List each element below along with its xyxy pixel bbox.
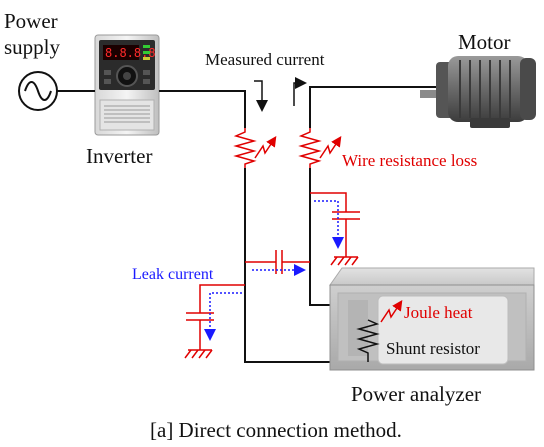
power-analyzer-label: Power analyzer	[351, 382, 481, 406]
joule-heat-label: Joule heat	[404, 303, 473, 322]
shunt-resistor-symbol	[356, 300, 403, 362]
ground-capacitance-left	[184, 284, 245, 359]
wire-resistance-right	[298, 128, 342, 168]
motor-label: Motor	[458, 30, 511, 54]
stray-capacitance-between-lines	[245, 250, 310, 276]
wire-resistance-loss-label: Wire resistance loss	[342, 151, 477, 170]
inverter-icon: 8.8.8.8	[94, 34, 160, 136]
wire-resistance-left	[233, 128, 277, 168]
inverter-label: Inverter	[86, 144, 152, 168]
power-supply-label-line2: supply	[4, 35, 61, 59]
shunt-resistor-label: Shunt resistor	[386, 339, 480, 358]
motor-icon	[420, 56, 536, 128]
ground-capacitance-right	[310, 192, 360, 266]
measured-current-label: Measured current	[205, 50, 325, 69]
inverter-display: 8.8.8.8	[105, 46, 156, 60]
measured-current-arrow-right	[293, 77, 307, 106]
measured-current-arrow-left	[254, 80, 268, 112]
leak-current-label: Leak current	[132, 266, 214, 283]
power-analyzer-icon	[329, 267, 535, 371]
figure-caption: [a] Direct connection method.	[150, 418, 402, 442]
ac-source-icon	[18, 71, 58, 111]
power-supply-label-line1: Power	[4, 9, 58, 33]
